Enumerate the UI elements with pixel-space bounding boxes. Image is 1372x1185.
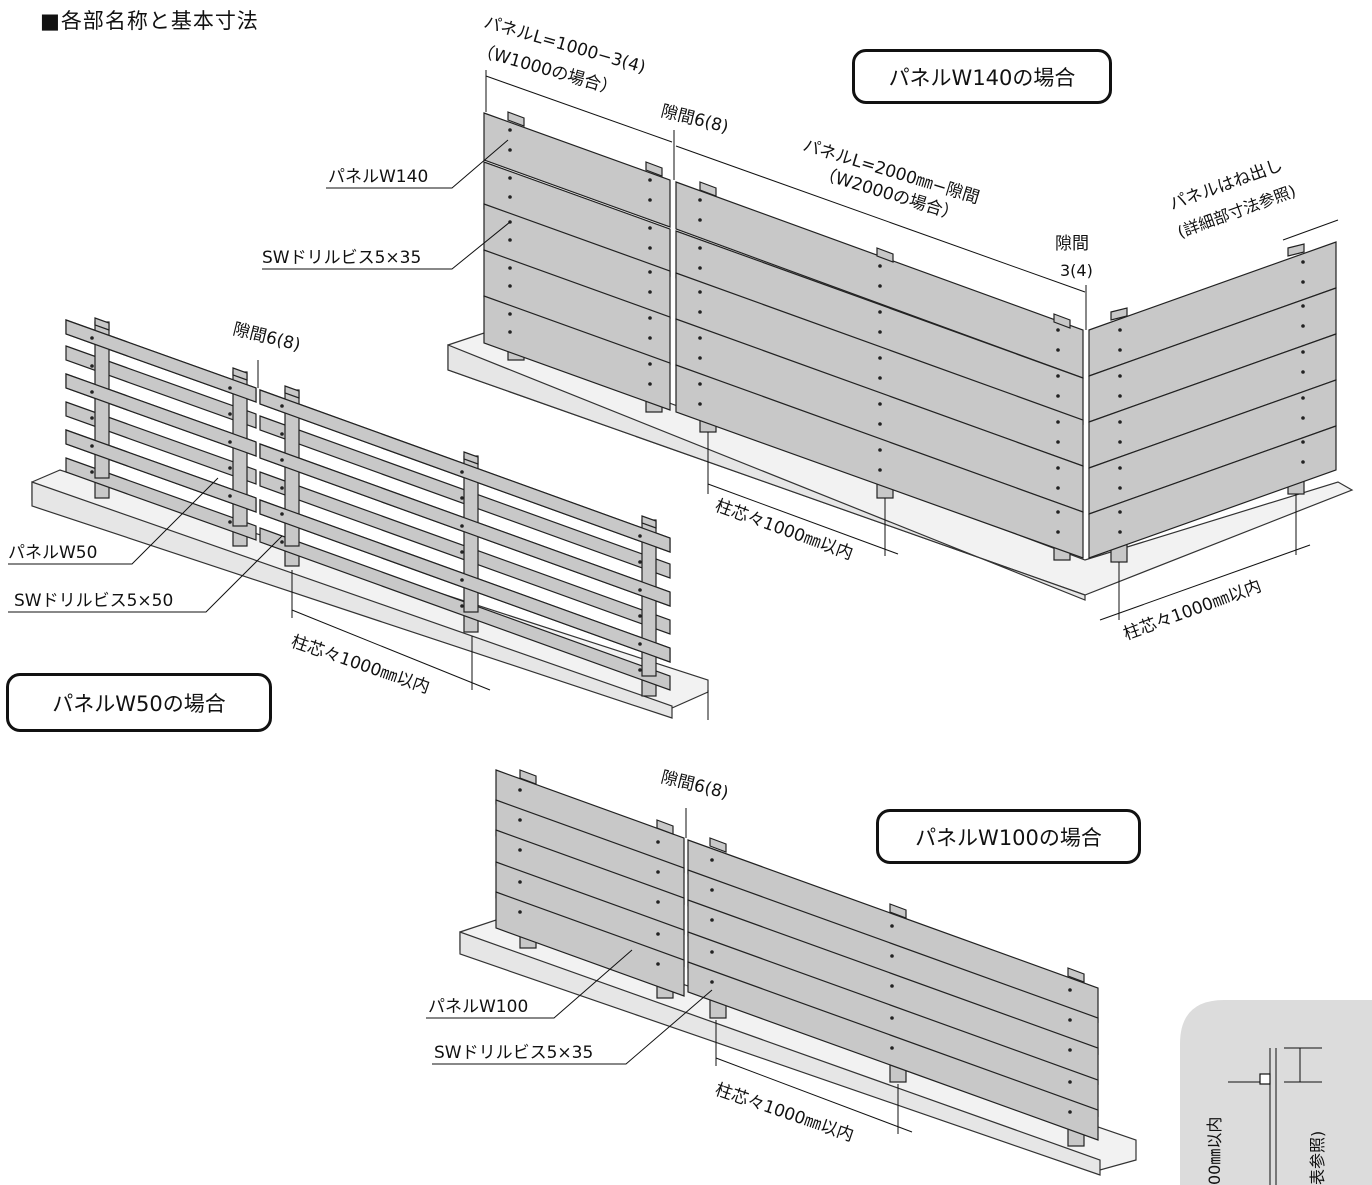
- w100-base-front: [459, 931, 1101, 1176]
- w140-dim-line-long: [675, 145, 1086, 293]
- w140-post-cap: [1287, 243, 1305, 257]
- w100-post-cap: [656, 819, 674, 835]
- w140-panel-leader: [326, 139, 509, 189]
- w100-post-spacing: 柱芯々1000㎜以内: [712, 1080, 856, 1146]
- w140-plank: [675, 364, 1084, 559]
- w100-screw-leader: [432, 989, 713, 1065]
- w50-plank: [65, 345, 257, 429]
- detail-inset: 00㎜以内 表参照): [1180, 1000, 1372, 1185]
- w100-screws: [518, 788, 1072, 1114]
- w140-plank: [1088, 425, 1337, 559]
- case-box-w140: パネルW140の場合: [852, 49, 1112, 104]
- w50-fence: 隙間6(8) パネルW50 SWドリルビス5×50 柱芯々1000㎜以内: [8, 317, 709, 720]
- w140-gap-corner-line1: 隙間: [1055, 234, 1089, 254]
- w50-plank: [65, 401, 257, 485]
- w100-plank: [495, 891, 685, 997]
- w140-plank: [483, 295, 671, 411]
- w50-gap-label: 隙間6(8): [231, 319, 303, 355]
- w140-screws: [508, 128, 1305, 534]
- w100-post-cap: [1067, 967, 1085, 983]
- w140-spacing-line-side: [1099, 544, 1311, 621]
- w140-post-cap: [1053, 313, 1071, 329]
- w140-gap-center: 隙間6(8): [659, 101, 731, 137]
- w100-screw-label: SWドリルビス5×35: [434, 1043, 593, 1063]
- w50-screw-leader: [8, 535, 283, 613]
- case-box-w50: パネルW50の場合: [6, 673, 272, 732]
- w50-post-cap: [284, 385, 300, 399]
- w100-post-cap: [889, 903, 907, 919]
- detail-text-right: 表参照): [1308, 1131, 1327, 1185]
- w100-spacing-line: [715, 1057, 913, 1133]
- w100-fence: 隙間6(8) パネルW100 SWドリルビス5×35 柱芯々1000㎜以内: [426, 767, 1137, 1176]
- w100-panel-leader: [426, 949, 633, 1019]
- w140-dim-line-short: [485, 75, 673, 143]
- w140-gap-corner-line2: 3(4): [1060, 261, 1093, 280]
- w50-spacing-line: [291, 609, 491, 691]
- w140-dim-tick: [1282, 219, 1339, 241]
- detail-post-icon: [1259, 1073, 1271, 1085]
- w140-panel-label: パネルW140: [328, 167, 428, 187]
- w50-panel-leader: [8, 477, 219, 565]
- w50-screws: [90, 336, 642, 672]
- w100-post-cap: [519, 769, 537, 785]
- w140-screw-leader: [262, 221, 511, 270]
- w50-screw-label: SWドリルビス5×50: [14, 591, 173, 611]
- w140-plank: [483, 112, 671, 228]
- w100-panel-label: パネルW100: [428, 997, 528, 1017]
- w100-gap-label: 隙間6(8): [659, 767, 731, 803]
- w50-base-front: [31, 481, 673, 719]
- w100-post-cap: [709, 837, 727, 853]
- w140-screw-label: SWドリルビス5×35: [262, 248, 421, 268]
- w50-post-spacing: 柱芯々1000㎜以内: [288, 632, 432, 698]
- w140-post-cap: [645, 161, 663, 177]
- w140-post-cap: [1110, 307, 1128, 321]
- w50-post-cap: [641, 515, 657, 529]
- w140-fence: パネルL=1000−3(4) （W1000の場合） 隙間6(8) パネルL=20…: [262, 13, 1354, 645]
- w100-plank: [687, 961, 1099, 1141]
- w50-post-cap: [94, 317, 110, 331]
- w140-post-cap: [699, 181, 717, 197]
- w50-post-cap: [463, 451, 479, 465]
- w50-post-cap: [232, 367, 248, 381]
- page-heading: ■各部名称と基本寸法: [40, 9, 259, 33]
- case-box-w100: パネルW100の場合: [876, 809, 1141, 864]
- w140-post-cap: [876, 247, 894, 263]
- detail-text-left: 00㎜以内: [1205, 1117, 1224, 1185]
- w140-post-cap: [507, 111, 525, 127]
- w140-base-front: [447, 344, 1086, 601]
- w50-panel-label: パネルW50: [8, 543, 97, 563]
- w140-spacing-line: [707, 483, 899, 555]
